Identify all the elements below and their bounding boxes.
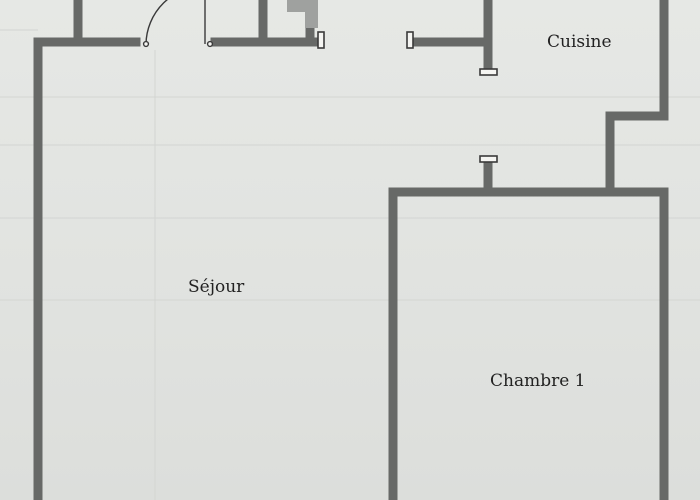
room-label-bedroom: Chambre 1 — [490, 371, 586, 391]
wall-kitchen-right — [605, 0, 669, 195]
door-stop-kitchen — [479, 68, 498, 76]
door-markers — [317, 31, 498, 163]
wall-niche — [287, 0, 318, 28]
door-stop-bedroom — [479, 155, 498, 163]
door-hinge-right — [206, 40, 214, 48]
door-swing-arc — [145, 0, 169, 45]
room-label-kitchen: Cuisine — [547, 32, 612, 52]
wall-left — [33, 37, 141, 500]
door-hinge-left — [142, 40, 150, 48]
background-grid — [0, 29, 700, 500]
door-stop-top-left — [317, 31, 325, 49]
door-stop-top-right — [406, 31, 414, 49]
wall-kitchen-top — [408, 0, 493, 47]
entrance-door — [142, 0, 214, 48]
wall-bedroom — [388, 187, 669, 500]
walls — [33, 0, 669, 500]
room-label-living: Séjour — [188, 277, 245, 297]
